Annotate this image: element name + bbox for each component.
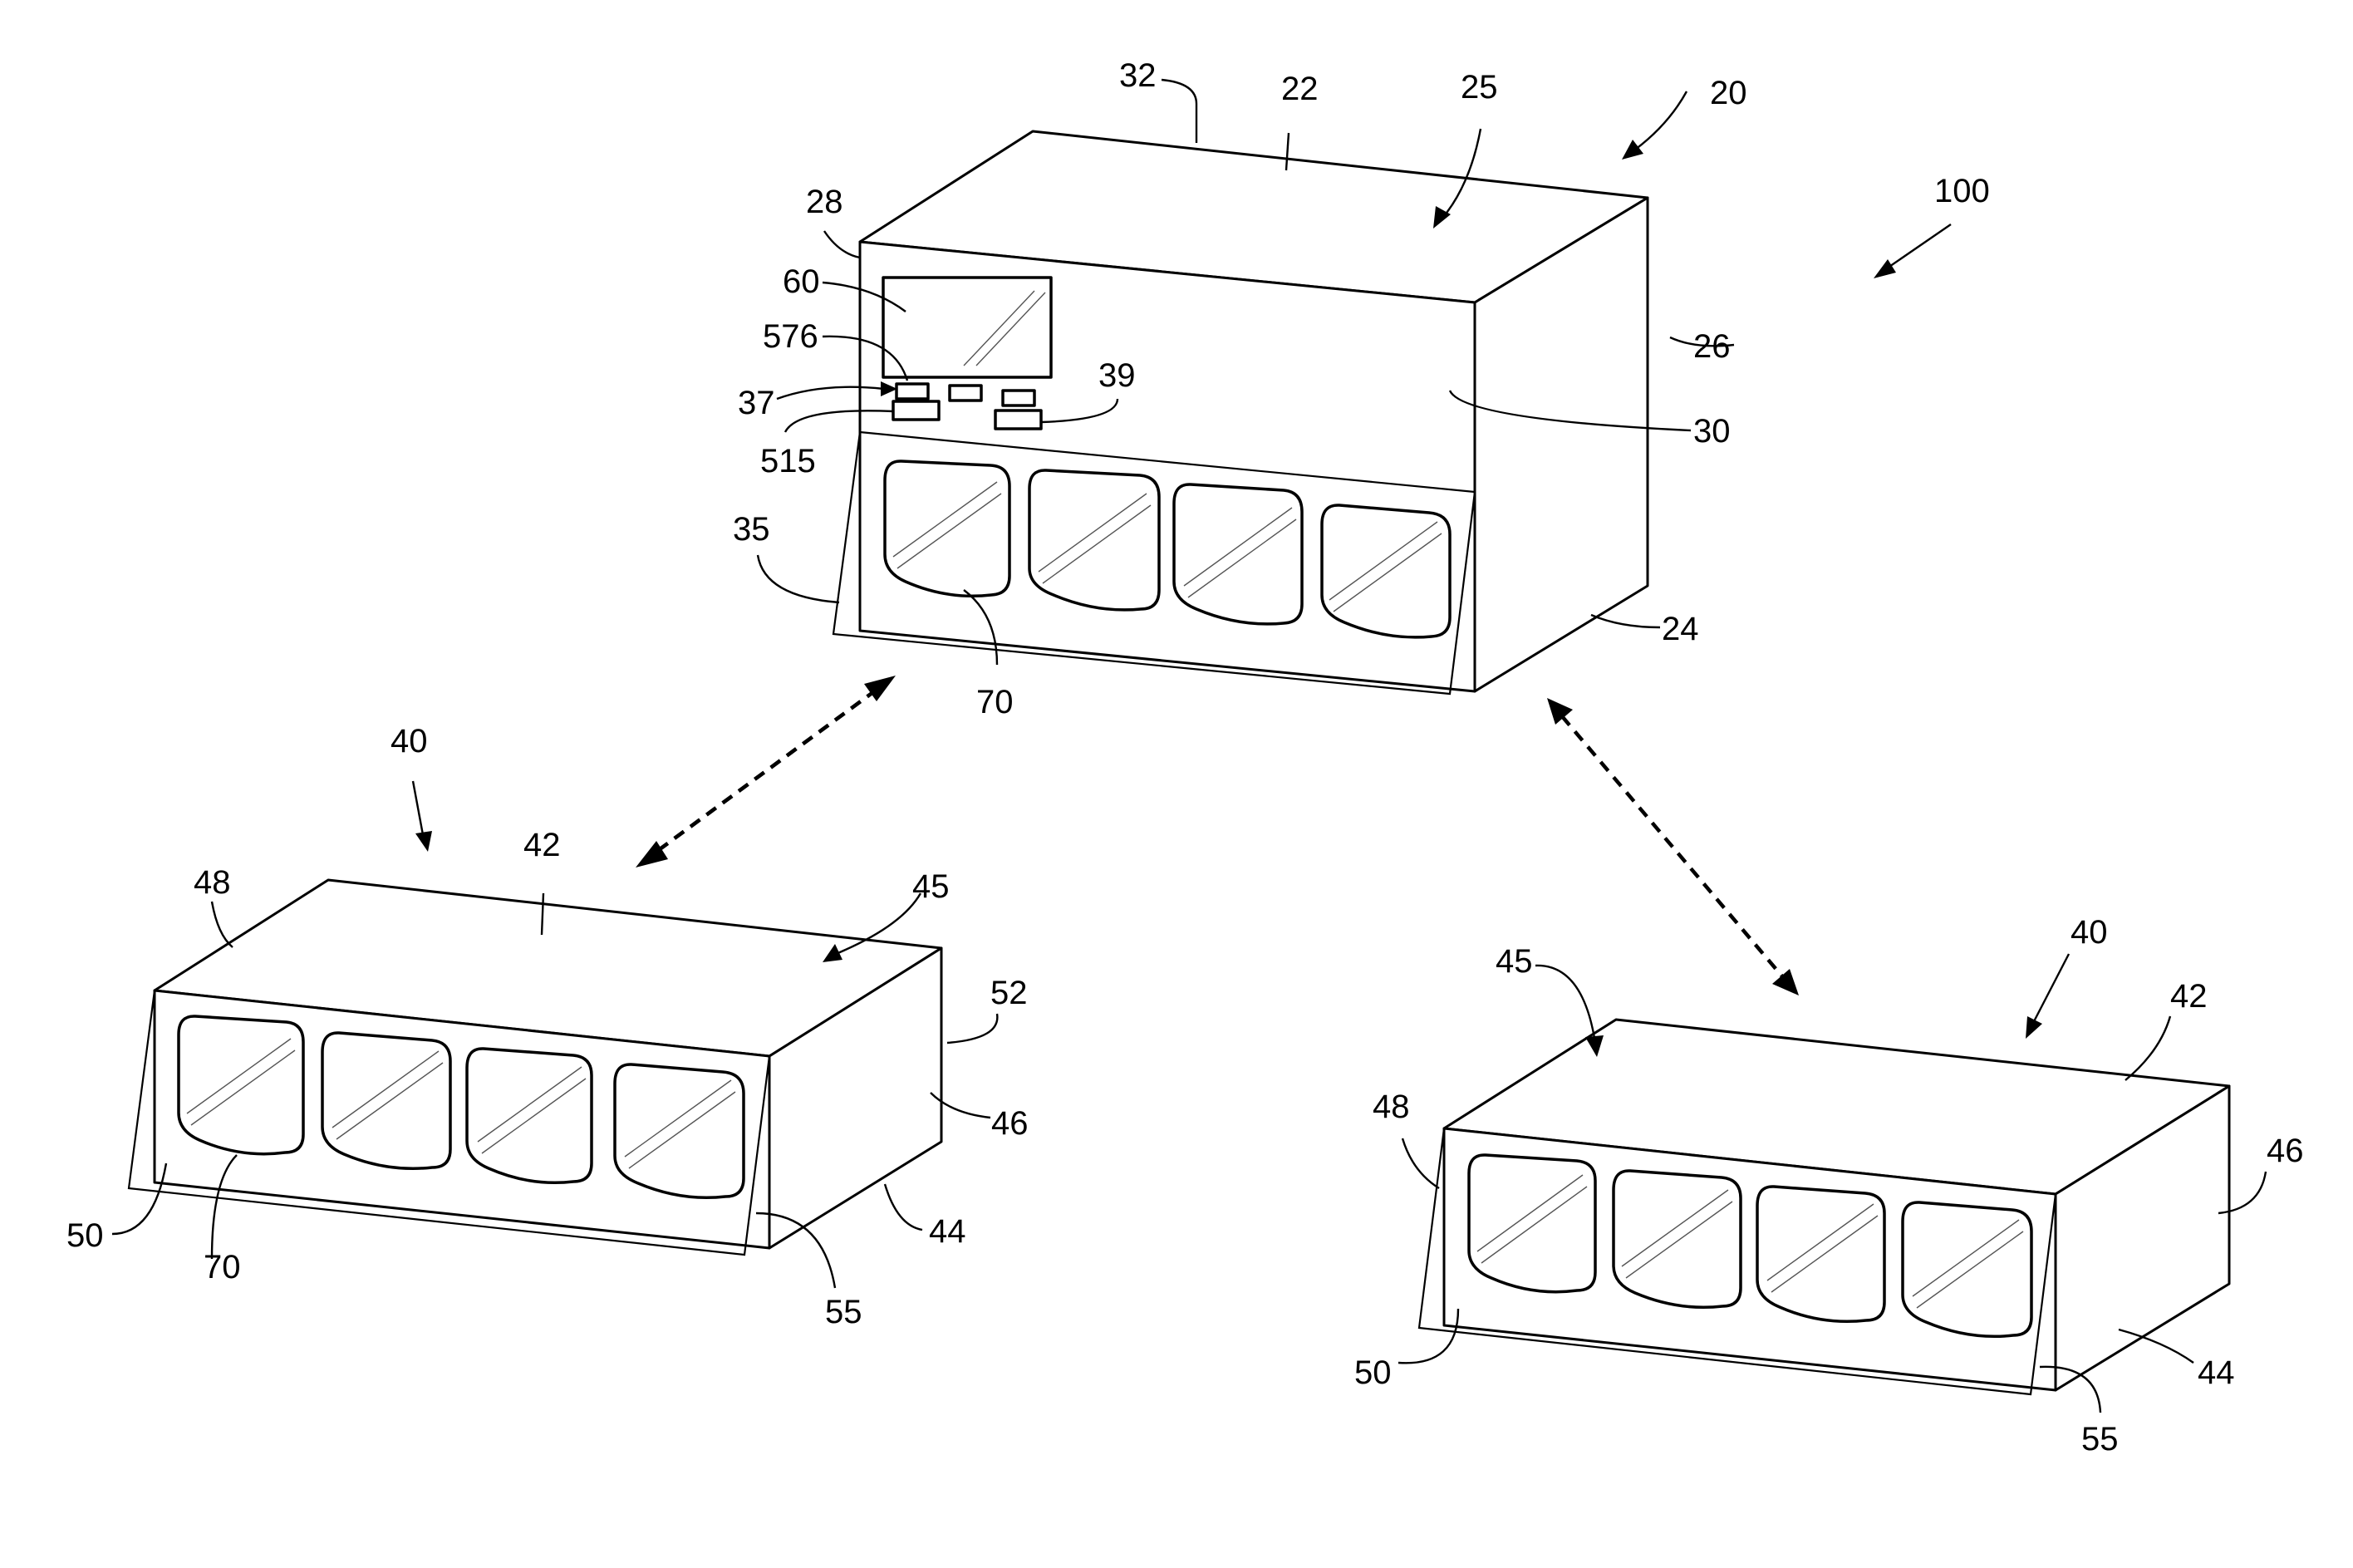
label-70-main: 70 bbox=[976, 684, 1014, 720]
label-left-46: 46 bbox=[991, 1105, 1029, 1142]
label-32: 32 bbox=[1119, 57, 1157, 94]
left-unit bbox=[129, 880, 941, 1255]
link-arrow-left bbox=[636, 676, 896, 868]
label-60: 60 bbox=[783, 263, 820, 300]
label-22: 22 bbox=[1281, 71, 1319, 107]
button-right bbox=[1003, 391, 1034, 406]
button-576 bbox=[896, 384, 928, 399]
label-30: 30 bbox=[1693, 413, 1731, 450]
link-arrow-right bbox=[1547, 698, 1799, 995]
label-26: 26 bbox=[1693, 328, 1731, 365]
button-middle bbox=[950, 386, 981, 401]
label-left-45: 45 bbox=[912, 868, 950, 905]
label-right-40: 40 bbox=[2071, 914, 2108, 951]
label-right-50: 50 bbox=[1354, 1354, 1392, 1391]
right-unit bbox=[1419, 1020, 2229, 1394]
label-100: 100 bbox=[1934, 173, 1990, 209]
main-window-3 bbox=[1174, 484, 1302, 624]
label-right-45: 45 bbox=[1496, 943, 1533, 980]
left-window-2 bbox=[322, 1033, 450, 1168]
label-24: 24 bbox=[1662, 611, 1699, 647]
right-window-4 bbox=[1903, 1202, 2031, 1336]
label-left-55: 55 bbox=[825, 1294, 862, 1330]
right-window-1 bbox=[1469, 1155, 1595, 1292]
right-window-2 bbox=[1614, 1171, 1741, 1307]
label-left-42: 42 bbox=[523, 827, 561, 863]
button-39 bbox=[995, 410, 1041, 429]
main-window-4 bbox=[1322, 505, 1450, 637]
left-window-1 bbox=[179, 1016, 303, 1154]
label-25: 25 bbox=[1461, 69, 1498, 106]
left-window-4 bbox=[615, 1064, 744, 1197]
label-left-40: 40 bbox=[391, 723, 428, 759]
label-right-42: 42 bbox=[2170, 978, 2208, 1015]
main-window-2 bbox=[1029, 470, 1159, 610]
label-left-44: 44 bbox=[929, 1213, 966, 1250]
label-right-55: 55 bbox=[2081, 1421, 2119, 1457]
label-28: 28 bbox=[806, 184, 843, 220]
label-515: 515 bbox=[760, 443, 816, 479]
label-left-50: 50 bbox=[66, 1217, 104, 1254]
label-right-44: 44 bbox=[2198, 1354, 2235, 1391]
label-39: 39 bbox=[1098, 357, 1136, 394]
right-window-3 bbox=[1757, 1187, 1884, 1321]
label-left-70: 70 bbox=[204, 1249, 241, 1285]
main-window-1 bbox=[885, 461, 1009, 596]
label-left-52: 52 bbox=[990, 975, 1028, 1011]
label-left-48: 48 bbox=[194, 864, 231, 901]
left-window-3 bbox=[467, 1049, 592, 1182]
main-unit bbox=[833, 131, 1648, 694]
label-right-48: 48 bbox=[1373, 1089, 1410, 1125]
label-576: 576 bbox=[763, 318, 818, 355]
label-20: 20 bbox=[1710, 75, 1747, 111]
label-37: 37 bbox=[738, 385, 775, 421]
label-right-46: 46 bbox=[2267, 1133, 2304, 1169]
button-515 bbox=[893, 401, 939, 420]
label-35: 35 bbox=[733, 511, 770, 548]
